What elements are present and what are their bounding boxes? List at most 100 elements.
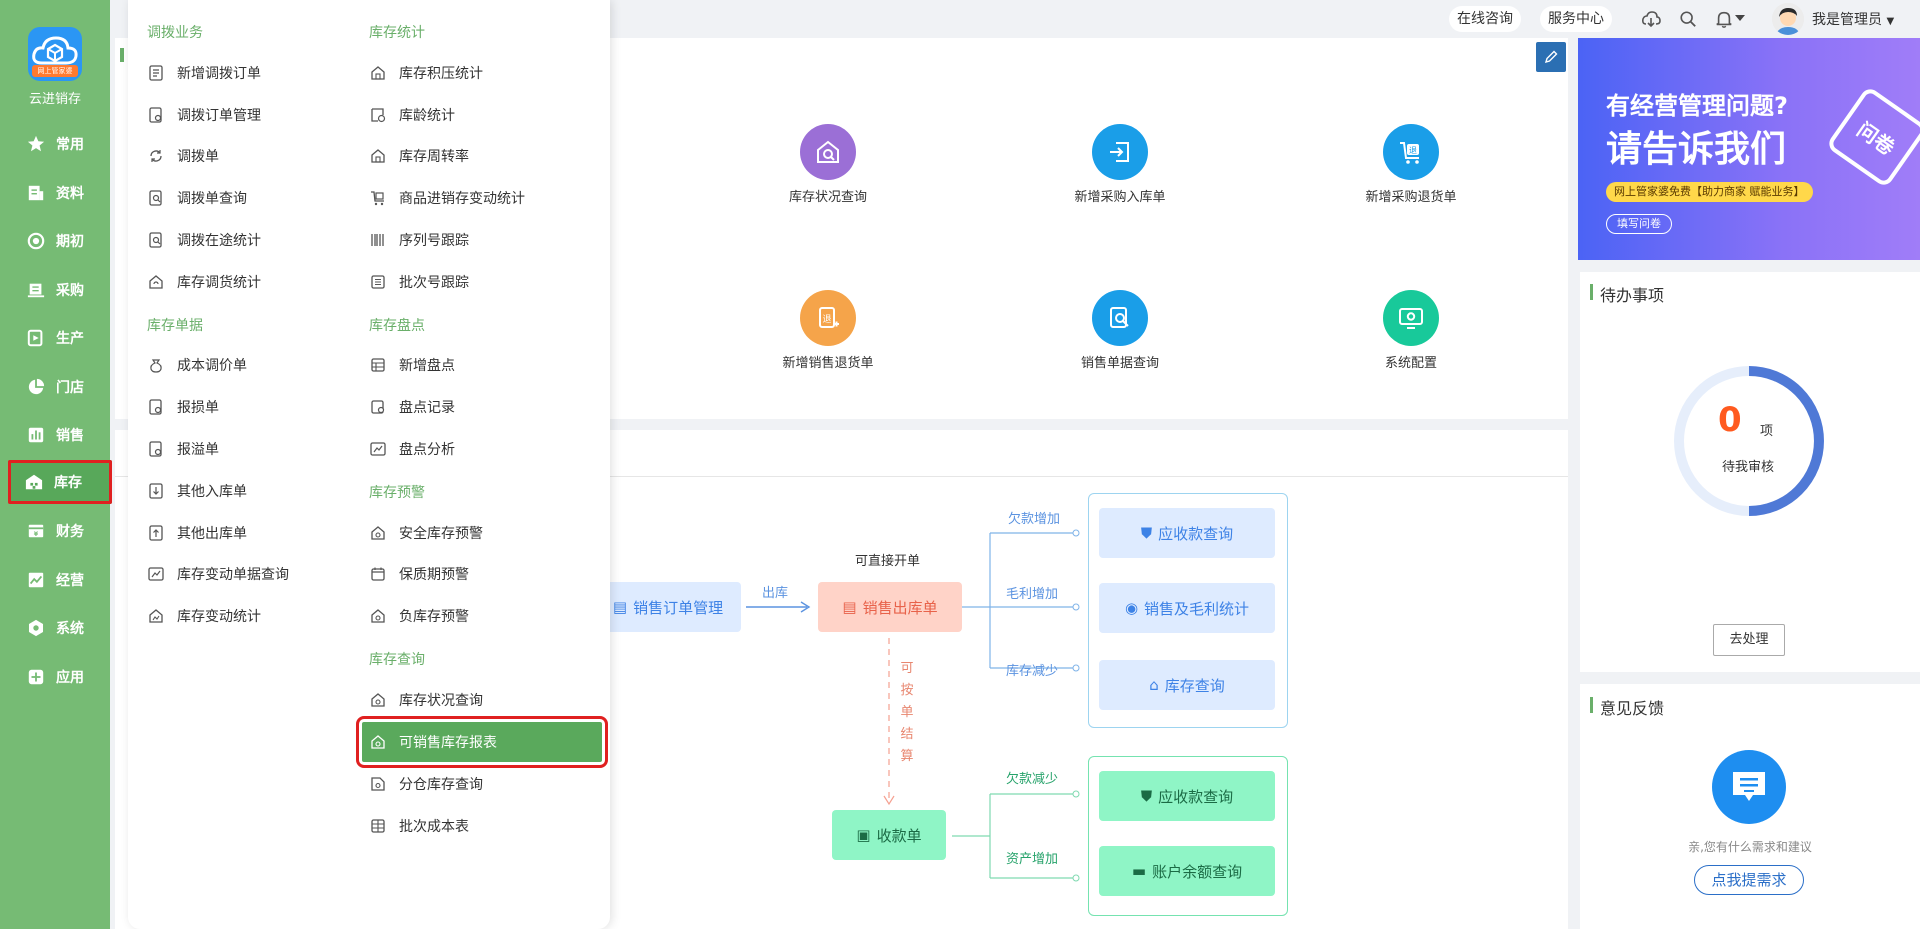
fill-survey-button[interactable]: 填写问卷: [1606, 214, 1672, 234]
menu-item-product-stock-change-stats[interactable]: 商品进销存变动统计: [369, 178, 525, 218]
search-icon[interactable]: [1678, 9, 1698, 29]
menu-item-stock-allocation-stats[interactable]: 库存调货统计: [147, 262, 261, 302]
sidebar-item-common[interactable]: 常用: [10, 122, 110, 166]
sales-out-node[interactable]: ▤销售出库单: [818, 582, 962, 632]
quick-action-label: 新增采购入库单: [1074, 190, 1166, 205]
house-search-icon: [800, 124, 856, 180]
plus-icon: [26, 667, 46, 687]
menu-item-safety-stock-warning[interactable]: 安全库存预警: [369, 513, 483, 553]
todo-unit: 项: [1760, 424, 1774, 439]
menu-item-stock-turnover[interactable]: 库存周转率: [369, 136, 469, 176]
chevron-down-icon: ▼: [1886, 16, 1895, 27]
menu-item-stock-age-stats[interactable]: 库龄统计: [369, 95, 455, 135]
quick-action-label: 新增销售退货单: [782, 356, 874, 371]
flow-label-debt-inc: 欠款增加: [1008, 512, 1061, 527]
quick-action-new-purchase-return[interactable]: 退: [1383, 124, 1439, 180]
menu-item-other-stock-in[interactable]: 其他入库单: [147, 471, 247, 511]
menu-item-damage-report[interactable]: 报损单: [147, 387, 219, 427]
quick-action-sales-doc-query[interactable]: [1092, 290, 1148, 346]
cart-return-icon: 退: [1383, 124, 1439, 180]
sidebar-item-finance[interactable]: ¥ 财务: [10, 509, 110, 553]
sales-gross-stats-node[interactable]: ◉销售及毛利统计: [1099, 583, 1275, 633]
quick-action-stock-status[interactable]: [800, 124, 856, 180]
sidebar-item-opening[interactable]: 期初: [10, 219, 110, 263]
sidebar-item-data[interactable]: 资料: [10, 171, 110, 215]
menu-item-transfer-doc[interactable]: 调拨单: [147, 136, 219, 176]
menu-item-new-stocktake[interactable]: 新增盘点: [369, 345, 455, 385]
menu-item-stock-status-query[interactable]: 库存状况查询: [369, 680, 483, 720]
bell-icon[interactable]: [1714, 9, 1734, 29]
flow-label-gross-inc: 毛利增加: [1006, 587, 1059, 602]
menu-item-cost-adjust[interactable]: 成本调价单: [147, 345, 247, 385]
section-title-stock-query: 库存查询: [369, 652, 425, 668]
quick-action-new-sales-return[interactable]: 退: [800, 290, 856, 346]
edit-button[interactable]: [1536, 42, 1566, 72]
quick-action-system-config[interactable]: [1383, 290, 1439, 346]
wallet-icon: ▬: [1131, 862, 1147, 880]
menu-item-transfer-order-mgmt[interactable]: 调拨订单管理: [147, 95, 261, 135]
sidebar-item-store[interactable]: 门店: [10, 365, 110, 409]
flow-label-settle: 可按单结算: [900, 661, 914, 764]
shield-icon: ⛊: [1140, 524, 1153, 542]
sidebar-item-label: 门店: [56, 380, 84, 396]
doc-clock-icon: [369, 106, 387, 124]
sidebar-item-system[interactable]: 系统: [10, 606, 110, 650]
sidebar-item-business[interactable]: 经营: [10, 558, 110, 602]
cart-icon: [369, 189, 387, 207]
menu-item-transfer-query[interactable]: 调拨单查询: [147, 178, 247, 218]
online-consult-button[interactable]: 在线咨询: [1449, 6, 1521, 32]
app-logo[interactable]: 网上管家婆: [28, 27, 82, 81]
service-center-button[interactable]: 服务中心: [1540, 6, 1612, 32]
stock-query-node[interactable]: ⌂库存查询: [1099, 660, 1275, 710]
menu-item-negative-stock-warning[interactable]: 负库存预警: [369, 596, 469, 636]
menu-item-batch-cost-table[interactable]: 批次成本表: [369, 806, 469, 846]
menu-item-serial-tracking[interactable]: 序列号跟踪: [369, 220, 469, 260]
inventory-dropdown-menu: 调拨业务 新增调拨订单 调拨订单管理 调拨单 调拨单查询 调拨在途统计 库存调货…: [128, 0, 610, 929]
sidebar-item-purchase[interactable]: 采购: [10, 268, 110, 312]
receipt-icon: ▣: [856, 826, 871, 844]
menu-item-stocktake-analysis[interactable]: 盘点分析: [369, 429, 455, 469]
menu-item-stocktake-records[interactable]: 盘点记录: [369, 387, 455, 427]
menu-item-batch-tracking[interactable]: 批次号跟踪: [369, 262, 469, 302]
user-name[interactable]: 我是管理员 ▼: [1812, 12, 1895, 28]
quick-action-label: 库存状况查询: [788, 190, 867, 205]
quick-action-label: 系统配置: [1384, 356, 1437, 371]
sidebar-item-sales[interactable]: 销售: [10, 413, 110, 457]
pencil-icon: [1544, 50, 1558, 64]
sidebar-item-inventory[interactable]: 库存: [8, 460, 112, 504]
receivable-query-node-2[interactable]: ⛊应收款查询: [1099, 771, 1275, 821]
process-button[interactable]: 去处理: [1713, 624, 1785, 656]
menu-item-sellable-stock-report[interactable]: 可销售库存报表: [356, 716, 608, 768]
quick-action-label: 销售单据查询: [1080, 356, 1159, 371]
cloud-download-icon[interactable]: [1641, 9, 1661, 29]
receivable-query-node[interactable]: ⛊应收款查询: [1099, 508, 1275, 558]
menu-item-overflow-report[interactable]: 报溢单: [147, 429, 219, 469]
svg-text:¥: ¥: [34, 531, 39, 538]
menu-item-stock-change-stats[interactable]: 库存变动统计: [147, 596, 261, 636]
menu-item-other-stock-out[interactable]: 其他出库单: [147, 513, 247, 553]
menu-item-overstock-stats[interactable]: 库存积压统计: [369, 53, 483, 93]
avatar[interactable]: [1772, 3, 1804, 35]
sales-order-mgmt-node[interactable]: ▤销售订单管理: [595, 582, 741, 632]
menu-item-shelf-life-warning[interactable]: 保质期预警: [369, 554, 469, 594]
house-refresh-icon: [147, 273, 165, 291]
menu-item-stock-change-doc-query[interactable]: 库存变动单据查询: [147, 554, 289, 594]
doc-down-icon: [147, 482, 165, 500]
flow-label-asset-inc: 资产增加: [1006, 852, 1059, 867]
menu-item-transfer-transit-stats[interactable]: 调拨在途统计: [147, 220, 261, 260]
feedback-banner[interactable]: 有经营管理问题? 请告诉我们 网上管家婆免费【助力商家 赋能业务】 填写问卷 问…: [1578, 38, 1920, 260]
barcode-icon: [369, 231, 387, 249]
sidebar-item-apps[interactable]: 应用: [10, 655, 110, 699]
menu-item-warehouse-stock-query[interactable]: 分仓库存查询: [369, 764, 483, 804]
section-title-stock-docs: 库存单据: [147, 318, 203, 334]
coins-icon: ◉: [1124, 599, 1139, 617]
receipt-node[interactable]: ▣收款单: [832, 810, 946, 860]
menu-item-new-transfer-order[interactable]: 新增调拨订单: [147, 53, 261, 93]
banner-line1: 有经营管理问题?: [1606, 92, 1788, 120]
chevron-down-icon[interactable]: [1734, 11, 1746, 25]
sidebar-item-label: 财务: [56, 524, 84, 540]
submit-request-button[interactable]: 点我提需求: [1694, 865, 1804, 895]
quick-action-new-purchase-in[interactable]: [1092, 124, 1148, 180]
sidebar-item-production[interactable]: 生产: [10, 316, 110, 360]
account-balance-node[interactable]: ▬账户余额查询: [1099, 846, 1275, 896]
